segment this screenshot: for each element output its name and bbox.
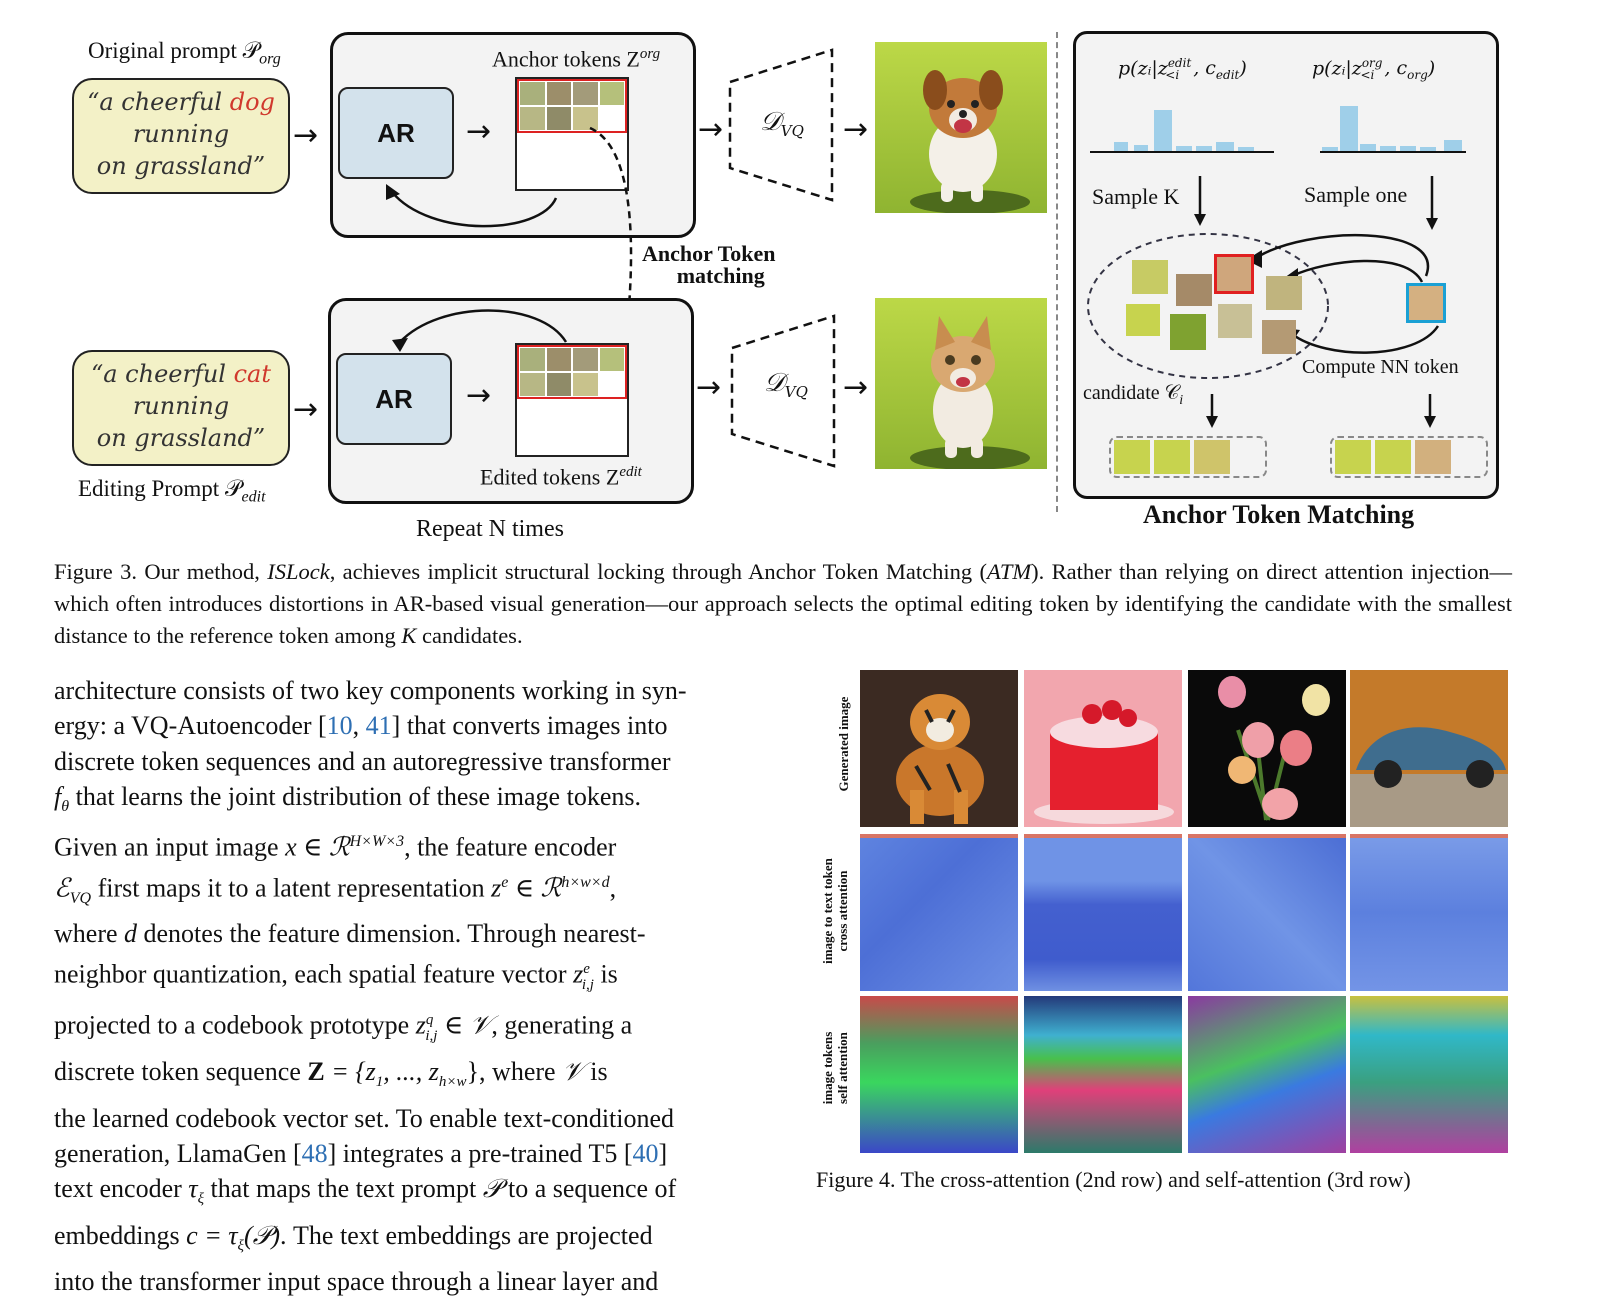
cross-attention-map: [860, 834, 1018, 991]
vq-decoder-bottom-label: 𝒟VQ: [764, 368, 808, 402]
hist-bar: [1340, 106, 1358, 151]
arrow-right-icon: →: [466, 378, 492, 413]
autoregressive-loop-arrow: [386, 184, 558, 228]
self-attention-map: [1024, 996, 1182, 1153]
reference-token: [1406, 283, 1446, 323]
hist-bar: [1114, 142, 1128, 151]
citation-link[interactable]: 48: [301, 1138, 328, 1168]
ar-model-box-top: AR: [338, 87, 454, 179]
original-prompt-label: Original prompt 𝒫org: [88, 38, 281, 68]
edited-token-grid: [515, 343, 629, 457]
citation-link[interactable]: 41: [365, 711, 392, 741]
flowers-image: [1188, 670, 1346, 827]
candidate-token: [1126, 304, 1160, 336]
arrow-right-icon: →: [696, 370, 722, 405]
self-attention-map: [1350, 996, 1508, 1153]
hist-bar: [1380, 146, 1396, 151]
candidate-label: candidate 𝒞i: [1083, 382, 1184, 408]
strip-token: [1415, 440, 1451, 474]
sample-one-label: Sample one: [1304, 182, 1408, 207]
strip-token: [1375, 440, 1411, 474]
row-label-self-attention: image tokens self attention: [820, 1031, 850, 1105]
vq-decoder-bottom: [730, 314, 836, 468]
strip-token: [1194, 440, 1230, 474]
candidate-token: [1266, 276, 1302, 310]
candidate-token: [1218, 304, 1252, 338]
cross-attention-map: [1024, 834, 1182, 991]
hist-bar: [1154, 110, 1172, 151]
cross-attention-map: [1188, 834, 1346, 991]
arrow-right-icon: →: [698, 112, 724, 147]
anchor-token-matching-label: Anchor Token matching: [642, 241, 776, 288]
generated-dog-image: [875, 42, 1047, 213]
cake-image: [1024, 670, 1182, 827]
vq-decoder-top: [728, 48, 834, 202]
hist-bar: [1238, 147, 1254, 151]
editing-prompt-box: “a cheerful cat running on grassland”: [72, 350, 290, 466]
row-label-generated: Generated image: [836, 696, 851, 792]
hist-bar: [1420, 147, 1436, 151]
hist-bar: [1216, 142, 1234, 151]
citation-link[interactable]: 40: [632, 1138, 659, 1168]
candidate-token: [1170, 314, 1206, 350]
citation-link[interactable]: 10: [326, 711, 353, 741]
candidate-token: [1132, 260, 1168, 294]
vq-decoder-top-label: 𝒟VQ: [760, 107, 804, 141]
hist-bar: [1134, 145, 1148, 151]
strip-token: [1335, 440, 1371, 474]
row-label-cross-attention: image to text token cross attention: [820, 858, 850, 964]
car-image: [1350, 670, 1508, 827]
repeat-label: Repeat N times: [416, 516, 564, 542]
edit-distribution-label: p(zᵢ|zedit<i, cedit): [1118, 56, 1247, 83]
candidate-token: [1262, 320, 1296, 354]
generated-cat-image: [875, 298, 1047, 469]
org-distribution-label: p(zᵢ|zorg<i, corg): [1312, 56, 1436, 83]
down-arrows: [1194, 176, 1438, 230]
down-arrows: [1206, 394, 1436, 428]
candidate-token: [1176, 274, 1212, 306]
anchor-token-grid: [515, 77, 629, 191]
hist-bar: [1444, 140, 1462, 151]
hist-bar: [1176, 146, 1192, 151]
arrow-right-icon: →: [466, 114, 492, 149]
hist-bar: [1196, 146, 1212, 151]
body-paragraph: architecture consists of two key compone…: [54, 676, 687, 1297]
self-attention-map: [1188, 996, 1346, 1153]
arrow-right-icon: →: [293, 392, 319, 427]
org-histogram-axis: [1320, 151, 1466, 153]
strip-token: [1114, 440, 1150, 474]
separator: [1056, 32, 1058, 512]
candidate-cloud: [1087, 233, 1440, 379]
arrow-right-icon: →: [843, 112, 869, 147]
anchor-tokens-label: Anchor tokens Zorg: [492, 46, 661, 72]
hist-bar: [1322, 147, 1338, 151]
arrow-right-icon: →: [843, 370, 869, 405]
sample-k-label: Sample K: [1092, 184, 1180, 209]
result-strip-left: [1109, 436, 1267, 478]
edited-tokens-label: Edited tokens Zedit: [480, 464, 642, 490]
strip-token: [1154, 440, 1190, 474]
compute-nn-label: Compute NN token: [1302, 356, 1459, 378]
original-prompt-box: “a cheerful dog running on grassland”: [72, 78, 290, 194]
tiger-image: [860, 670, 1018, 827]
figure4-caption: Figure 4. The cross-attention (2nd row) …: [816, 1167, 1411, 1192]
arrow-right-icon: →: [293, 118, 319, 153]
edit-histogram-axis: [1090, 151, 1274, 153]
candidate-token-selected: [1214, 254, 1254, 294]
atm-title: Anchor Token Matching: [1143, 500, 1415, 529]
hist-bar: [1400, 146, 1416, 151]
result-strip-right: [1330, 436, 1488, 478]
editing-prompt-label: Editing Prompt 𝒫edit: [78, 476, 266, 506]
self-attention-map: [860, 996, 1018, 1153]
ar-model-box-bottom: AR: [336, 353, 452, 445]
figure3-caption: Figure 3. Our method, ISLock, achieves i…: [54, 559, 1512, 648]
autoregressive-loop-arrow: [392, 309, 568, 352]
cross-attention-map: [1350, 834, 1508, 991]
hist-bar: [1360, 144, 1376, 151]
